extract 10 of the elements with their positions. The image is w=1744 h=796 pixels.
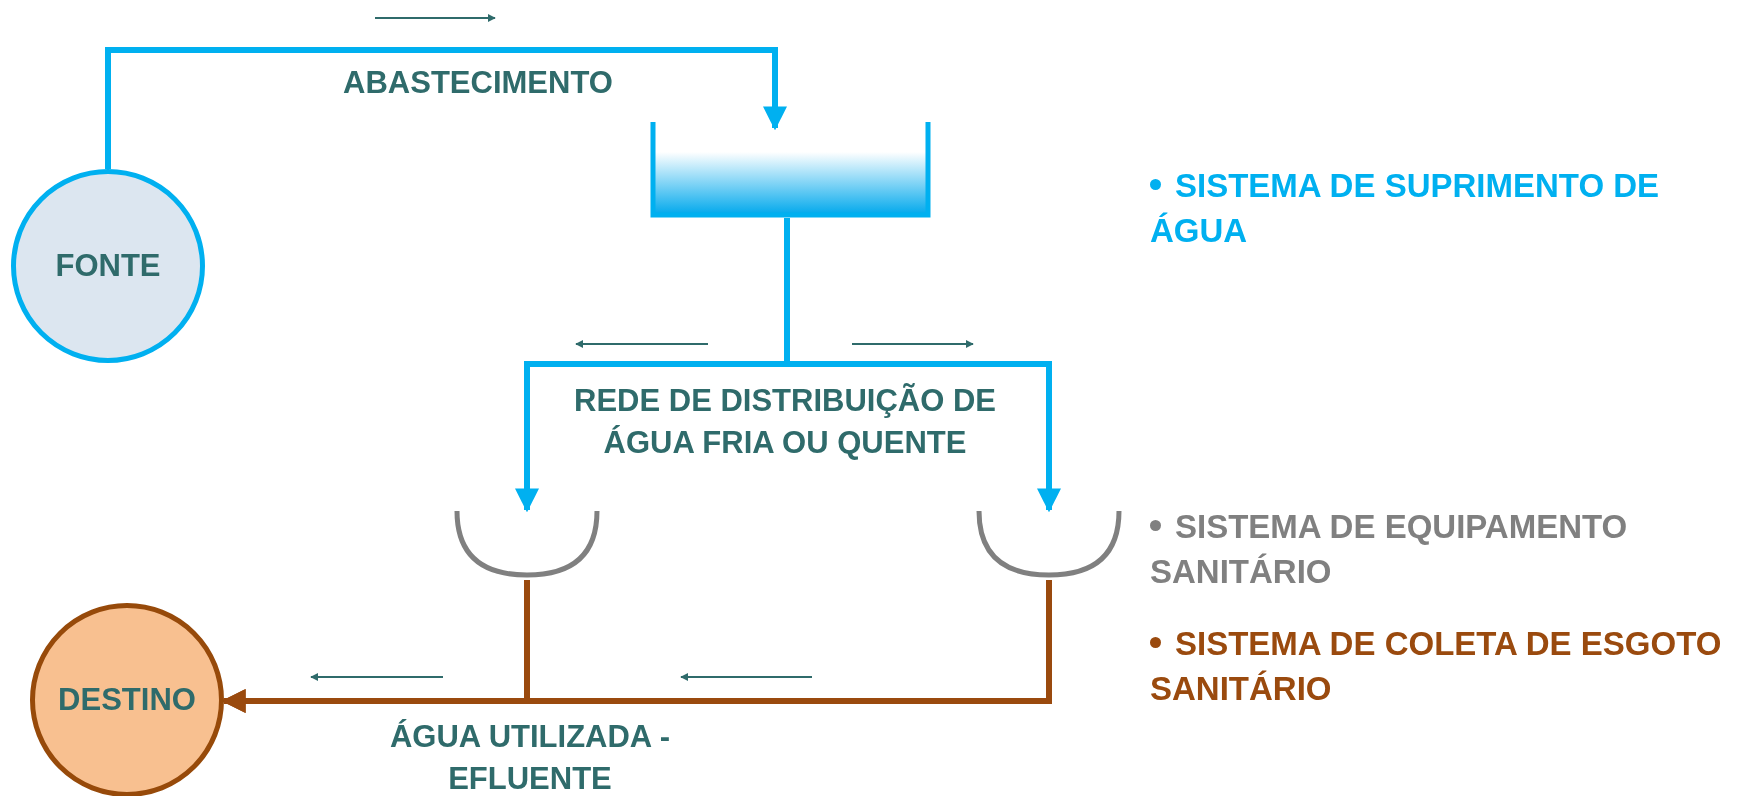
legend-text: SISTEMA DE SUPRIMENTO DE ÁGUA [1150,167,1660,249]
annotation-text: ÁGUA UTILIZADA - EFLUENTE [388,718,672,796]
circle-node: DESTINO [30,603,224,796]
legend-text: SISTEMA DE COLETA DE ESGOTO SANITÁRIO [1150,625,1722,707]
legend-text: SISTEMA DE EQUIPAMENTO SANITÁRIO [1150,508,1628,590]
edge-label: ABASTECIMENTO [342,64,614,102]
pipe-arrow [105,47,787,169]
circle-node: FONTE [11,169,205,363]
pipe-arrow [784,218,1061,513]
annotation-text: REDE DE DISTRIBUIÇÃO DE ÁGUA FRIA OU QUENTE [573,382,997,462]
